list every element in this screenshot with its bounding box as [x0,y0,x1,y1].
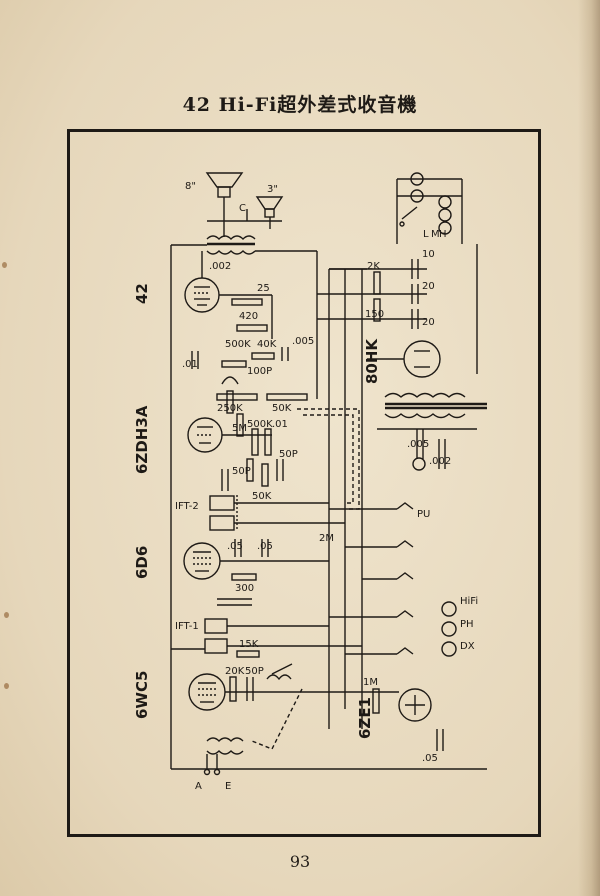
tube-42-label: 42 [133,283,151,304]
cap-50p-b-label: 50P [279,449,298,460]
choke-c-label: C [239,203,246,214]
ift-2-label: IFT-2 [175,501,199,512]
res-50k-label: 50K [272,403,292,414]
cap-50p-label: 50P [232,466,251,477]
cap-05a-label: .05 [227,541,243,552]
tube-6ze1-label: 6ZE1 [356,697,374,739]
res-300-label: 300 [235,583,254,594]
switch-dx-label: DX [460,641,475,652]
tube-6zdh3a-icon [187,417,223,453]
res-150-label: 150 [365,309,384,320]
tube-6ze1-icon [398,688,432,722]
paper-stain [4,683,9,689]
cap-10-label: 10 [422,249,435,260]
cap-005b-label: .005 [407,439,429,450]
tube-6zdh3a-label: 6ZDH3A [133,405,151,474]
book-spine-shadow [578,0,600,896]
res-1m-label: 1M [363,677,378,688]
tube-6d6-label: 6D6 [133,546,151,579]
res-500k-label: 500K [225,339,251,350]
paper-stain [2,262,7,268]
cap-100p-label: 100P [247,366,272,377]
cap-20b-label: 20 [422,317,435,328]
band-switch-icon [396,502,414,655]
switch-ph-label: PH [460,619,474,630]
page-title: 42 Hi-Fi超外差式收音機 [182,94,418,116]
res-420-label: 420 [239,311,258,322]
tube-42-icon [184,277,220,313]
ift-1-transformer-icon [204,618,228,654]
tube-6wc5-icon [188,673,226,711]
res-40k-label: 40K [257,339,277,350]
ift-2-transformer-icon [209,495,238,531]
cap-01b-label: .01 [272,419,288,430]
outlet-l-label: L [423,229,429,240]
cap-20a-label: 20 [422,281,435,292]
antenna-coil-icon [206,737,244,755]
cap-002-label: .002 [209,261,231,272]
speaker-small-label: 3" [267,184,278,195]
res-250k-label: 250K [217,403,243,414]
cap-01-label: .01 [182,359,198,370]
power-transformer-icon [384,392,487,419]
res-2k-label: 2K [367,261,380,272]
cap-005a-label: .005 [292,336,314,347]
res-2m-label: 2M [319,533,334,544]
paper-stain [4,612,9,618]
outlet-h-label: H [439,229,447,240]
cap-25-label: 25 [257,283,270,294]
cap-05b-label: .05 [257,541,273,552]
tube-80hk-label: 80HK [363,338,381,384]
antenna-terminal-label: A [195,781,202,792]
speaker-large-label: 8" [185,181,196,192]
cap-05c-label: .05 [422,753,438,764]
switch-pu-label: PU [417,509,430,520]
large-speaker-icon [205,172,244,198]
res-20k-label: 20K [225,666,245,677]
outlet-m-label: M [431,229,440,240]
res-15k-label: 15K [239,639,259,650]
res-5m-label: 5M [232,423,247,434]
earth-terminal-label: E [225,781,231,792]
res-50k-b-label: 50K [252,491,272,502]
tube-80hk-icon [403,340,441,378]
switch-hifi-label: HiFi [460,596,478,607]
tube-6wc5-label: 6WC5 [133,671,151,719]
schematic-frame [67,129,541,837]
cap-002b-label: .002 [429,456,451,467]
ift-1-label: IFT-1 [175,621,199,632]
cap-50p-c-label: 50P [245,666,264,677]
ac-outlet-block [396,172,463,244]
res-500k-b-label: 500K [247,419,273,430]
circuit-diagram: 8" 3" .002 25 420 500K 40K .005 .01 100P… [133,172,487,792]
page-number: 93 [289,852,311,871]
tube-6d6-icon [183,542,221,580]
output-transformer-icon [206,235,256,255]
small-speaker-icon [255,196,284,218]
